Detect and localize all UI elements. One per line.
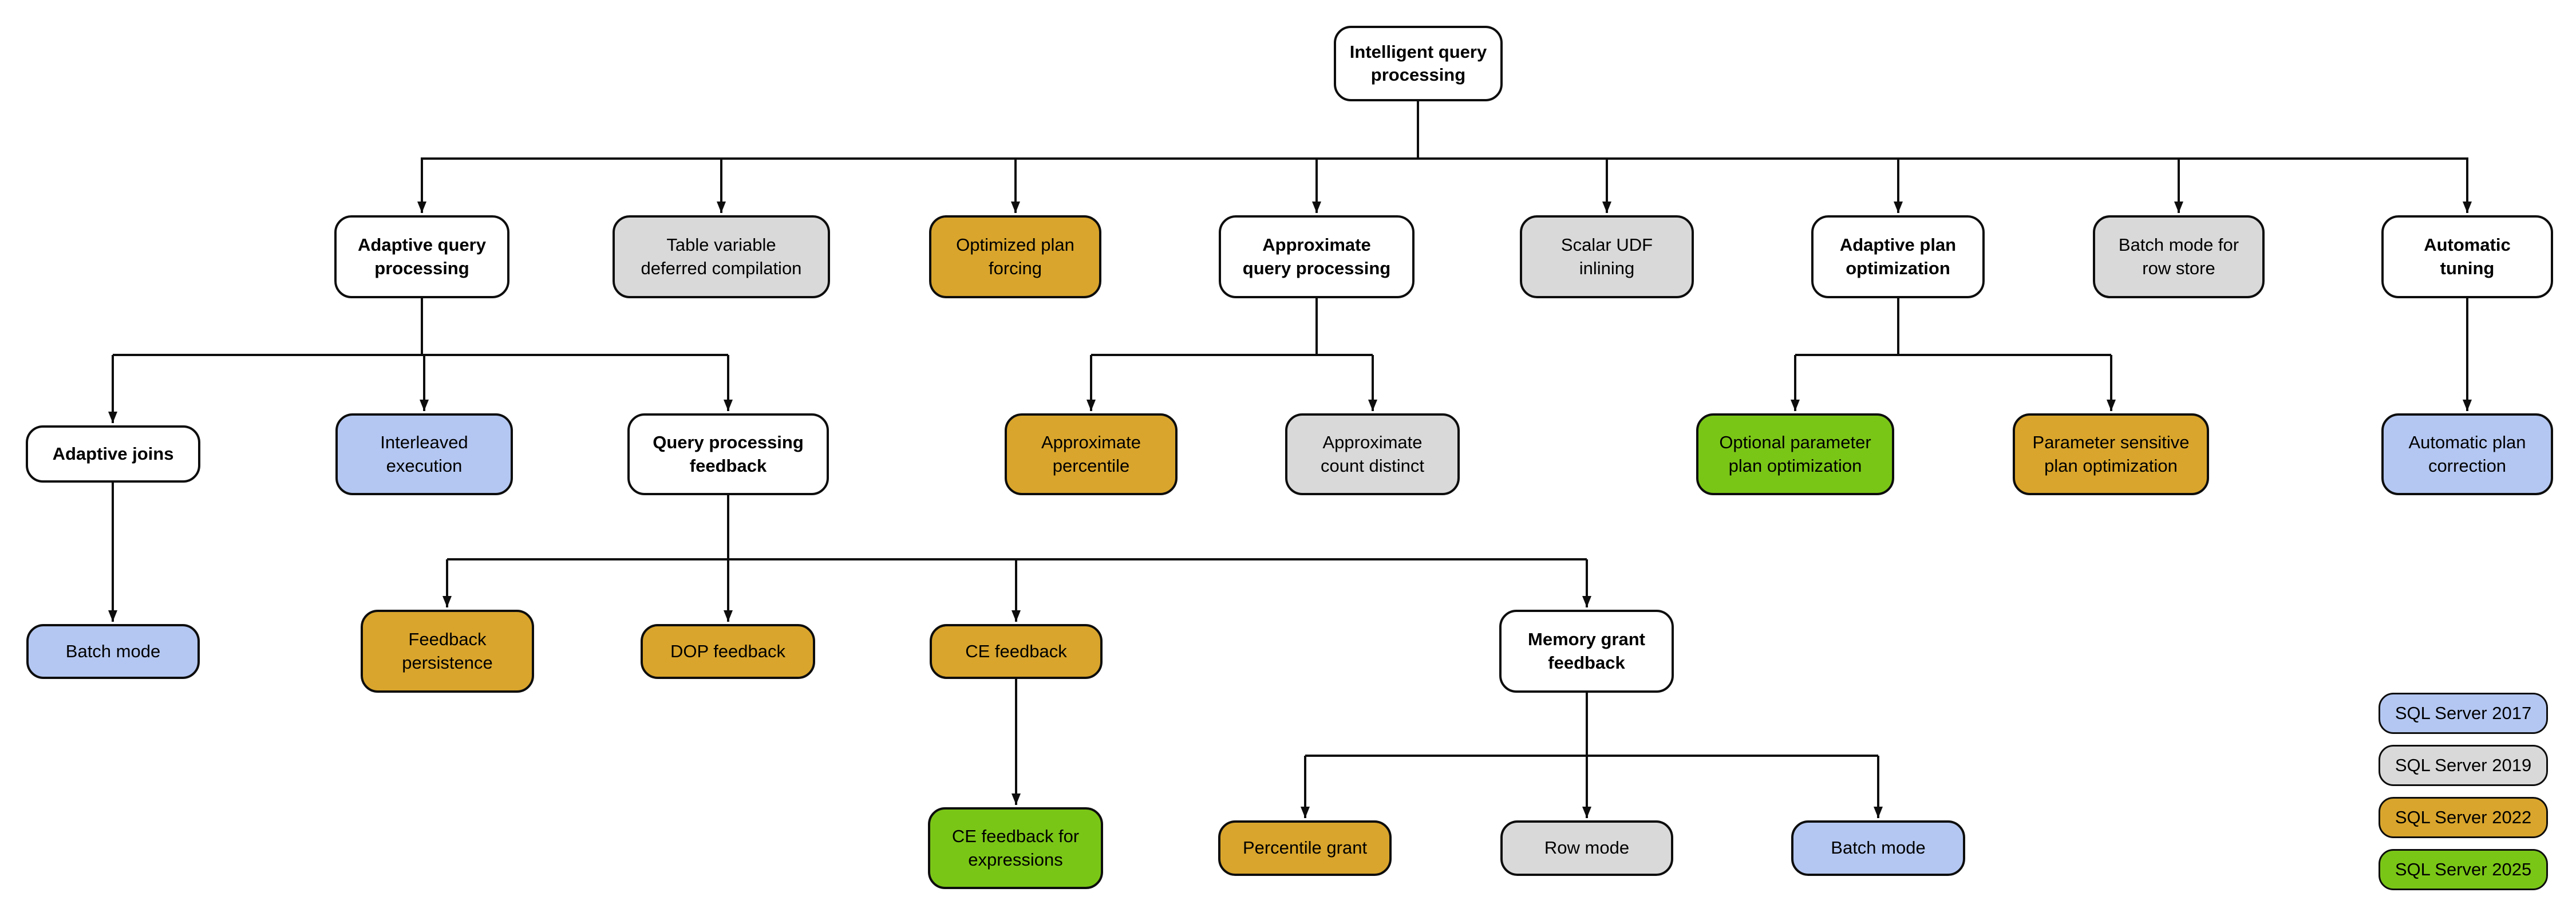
node-batch-mode-for-row-store: Batch mode for row store [2093,215,2265,298]
connector-approximate-qp-bus [1091,298,1373,356]
node-adaptive-joins: Adaptive joins [26,425,200,483]
node-table-variable-deferred-compilation: Table variable deferred compilation [613,215,830,298]
node-adaptive-plan-optimization: Adaptive plan optimization [1811,215,1985,298]
node-scalar-udf-inlining: Scalar UDF inlining [1520,215,1694,298]
node-optional-parameter-plan-optimization: Optional parameter plan optimization [1696,413,1894,495]
node-adaptive-query-processing: Adaptive query processing [334,215,509,298]
node-approximate-percentile: Approximate percentile [1005,413,1178,495]
node-intelligent-query-processing: Intelligent query processing [1334,26,1503,101]
node-batch-mode-memory-grant: Batch mode [1791,820,1965,876]
node-percentile-grant: Percentile grant [1218,820,1392,876]
node-feedback-persistence: Feedback persistence [361,610,534,693]
node-optimized-plan-forcing: Optimized plan forcing [929,215,1101,298]
connector-memory-grant-bus [1305,693,1878,757]
node-batch-mode-adaptive-joins: Batch mode [26,624,200,679]
node-ce-feedback-for-expressions: CE feedback for expressions [928,807,1103,889]
node-automatic-plan-correction: Automatic plan correction [2381,413,2553,495]
legend-item-sql-server-2025: SQL Server 2025 [2379,849,2548,890]
node-query-processing-feedback: Query processing feedback [627,413,829,495]
node-approximate-query-processing: Approximate query processing [1219,215,1415,298]
legend-item-sql-server-2019: SQL Server 2019 [2379,745,2548,786]
node-approximate-count-distinct: Approximate count distinct [1285,413,1460,495]
node-parameter-sensitive-plan-optimization: Parameter sensitive plan optimization [2013,413,2209,495]
node-ce-feedback: CE feedback [930,624,1103,679]
connector-qp-feedback-bus [447,495,1587,560]
connector-adaptive-qp-bus [113,298,728,356]
legend-item-sql-server-2022: SQL Server 2022 [2379,797,2548,838]
node-memory-grant-feedback: Memory grant feedback [1499,610,1674,693]
node-dop-feedback: DOP feedback [641,624,815,679]
node-interleaved-execution: Interleaved execution [335,413,513,495]
connector-adaptive-plan-opt-bus [1795,298,2111,356]
node-row-mode: Row mode [1500,820,1673,876]
node-automatic-tuning: Automatic tuning [2381,215,2553,298]
legend-item-sql-server-2017: SQL Server 2017 [2379,693,2548,734]
connector-root-bus [421,101,2468,160]
